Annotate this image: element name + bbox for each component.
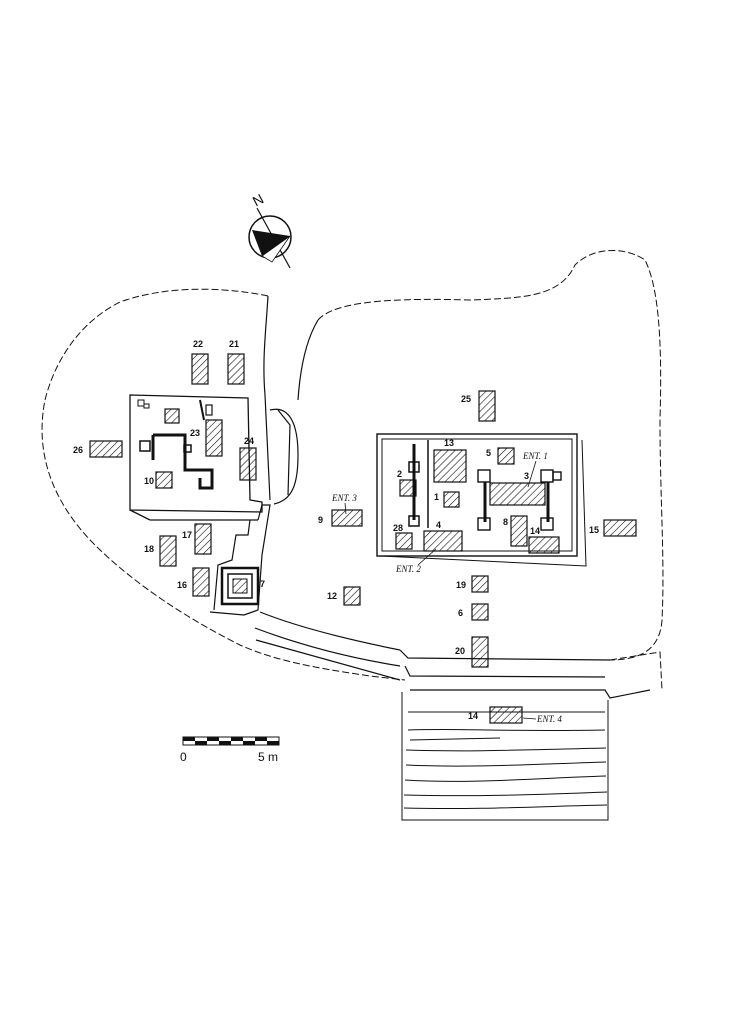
- label-27: 26: [73, 445, 83, 455]
- structure-17: [192, 567, 210, 597]
- scale-bar: 0 5 m: [180, 736, 280, 764]
- label-20: 19: [456, 580, 466, 590]
- causeway: [254, 611, 651, 699]
- structure-18: [194, 523, 212, 555]
- structure-15: [528, 536, 560, 554]
- entrance-labels: ENT. 1 ENT. 2 ENT. 3 ENT. 4: [331, 451, 562, 724]
- label-28: 28: [393, 523, 403, 533]
- label-3: 3: [524, 471, 529, 481]
- structure-16: [489, 706, 523, 724]
- structure-9: [331, 509, 363, 527]
- structure-28: [395, 532, 413, 550]
- west-path: [209, 504, 271, 616]
- label-10: 10: [144, 476, 154, 486]
- label-8: 8: [503, 517, 508, 527]
- label-17: 16: [177, 580, 187, 590]
- structure-2: [399, 479, 417, 497]
- structure-24b: [164, 408, 180, 424]
- structure-3: [489, 482, 546, 506]
- label-16: 14: [468, 711, 478, 721]
- structure-8: [510, 515, 528, 547]
- structure-10: [155, 471, 173, 489]
- structure-6: [471, 603, 489, 621]
- structure-23: [191, 353, 209, 385]
- label-7: 7: [260, 579, 265, 589]
- structure-5: [497, 447, 515, 465]
- label-21: 20: [455, 646, 465, 656]
- label-25: 24: [244, 436, 254, 446]
- structure-21: [471, 636, 489, 668]
- structures: [89, 353, 637, 724]
- structure-25: [239, 447, 257, 481]
- structure-27: [89, 440, 123, 458]
- label-23: 22: [193, 339, 203, 349]
- label-9: 9: [318, 515, 323, 525]
- label-1: 1: [434, 492, 439, 502]
- label-14: 15: [589, 525, 599, 535]
- entrance-label-3: ENT. 3: [331, 493, 357, 503]
- label-13: 13: [444, 438, 454, 448]
- structure-7-platform: [220, 566, 260, 606]
- label-22: 21: [229, 339, 239, 349]
- label-18: 17: [182, 530, 192, 540]
- south-terrace: [401, 692, 609, 821]
- scale-start-label: 0: [180, 750, 187, 764]
- structure-20: [471, 575, 489, 593]
- label-4: 4: [436, 520, 441, 530]
- central-divider: [263, 295, 319, 505]
- structure-19: [159, 535, 177, 567]
- north-label: N: [250, 191, 266, 210]
- label-19: 18: [144, 544, 154, 554]
- label-15: 14: [530, 526, 540, 536]
- structure-14: [603, 519, 637, 537]
- structure-22: [227, 353, 245, 385]
- label-24: 23: [190, 428, 200, 438]
- entrance-label-1: ENT. 1: [522, 451, 548, 461]
- label-2: 2: [397, 469, 402, 479]
- structure-26: [478, 390, 496, 422]
- label-26: 25: [461, 394, 471, 404]
- entrance-label-4: ENT. 4: [536, 714, 562, 724]
- label-6: 6: [458, 608, 463, 618]
- west-enclosure: [129, 394, 263, 521]
- structure-1: [443, 491, 460, 508]
- structure-13: [433, 449, 467, 483]
- scale-end-label: 5 m: [258, 750, 278, 764]
- entrance-label-2: ENT. 2: [395, 564, 421, 574]
- east-enclosure: [376, 433, 587, 567]
- label-5: 5: [486, 448, 491, 458]
- structure-labels: 22 21 26 10 23 24 17 18 16 7 9 12 25 13 …: [73, 339, 599, 721]
- terrain-outline: [41, 250, 664, 691]
- label-12: 12: [327, 591, 337, 601]
- north-arrow: N: [248, 191, 292, 269]
- structure-24: [205, 419, 223, 457]
- structure-12: [343, 586, 361, 606]
- structure-4: [423, 530, 463, 552]
